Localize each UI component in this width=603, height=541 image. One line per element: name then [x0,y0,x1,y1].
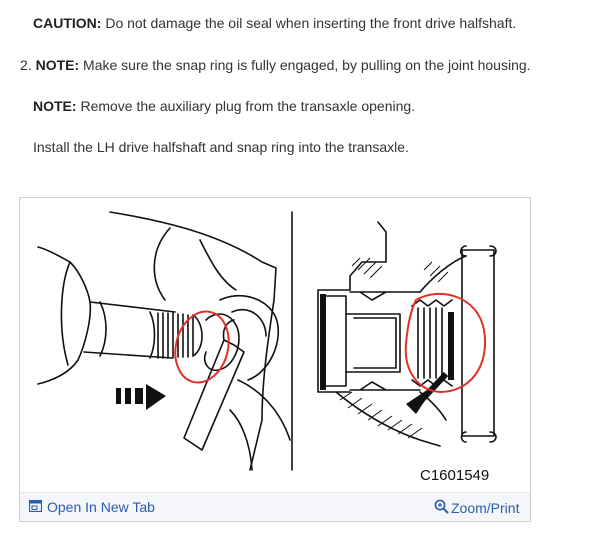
boot-fold [60,261,71,366]
push-arrow-icon [116,384,166,410]
caution-label: CAUTION: [33,15,102,31]
snap-ring [203,313,240,372]
halfshaft-body-top [89,301,176,313]
open-in-new-tab-label: Open In New Tab [47,499,155,515]
cover-bolts [459,245,497,443]
note2-text: Remove the auxiliary plug from the trans… [76,98,416,114]
zoom-print-link[interactable]: Zoom/Print [434,499,519,517]
cover-outline [349,221,387,291]
hatching [339,257,449,439]
note1-label: NOTE: [35,57,80,73]
housing-top [317,289,351,393]
spline-section [149,311,194,359]
instruction-text: Install the LH drive halfshaft and snap … [33,139,409,155]
figure-id: C1601549 [420,467,490,484]
left-housing-ridge [199,239,237,291]
figure-footer: Open In New Tab Zoom/Print [20,492,530,521]
base-flange [335,391,441,447]
gear-teeth [411,299,453,387]
open-in-new-tab-link[interactable]: Open In New Tab [28,499,155,515]
bearing-top [349,291,421,301]
halfshaft-end [99,301,107,357]
bearing-bottom [349,381,421,391]
step-2-line: 2. NOTE: Make sure the snap ring is full… [20,56,531,74]
note2-label: NOTE: [33,98,77,114]
zoom-print-label: Zoom/Print [451,500,520,516]
spline-tip [192,314,203,357]
instruction-line: Install the LH drive halfshaft and snap … [33,138,409,156]
seal-inner [231,309,267,337]
inner-shaft-2 [353,317,397,369]
pry-tool [183,339,245,451]
step-number: 2. [20,57,32,73]
annotation-circle-right [404,292,487,394]
snap-ring-section [448,312,454,380]
housing-box [325,295,347,387]
figure-container [19,197,531,522]
caution-text: Do not damage the oil seal when insertin… [101,15,517,31]
gear-lines [417,307,443,379]
lower-contour [237,379,291,441]
seal-block [320,294,326,390]
indicator-arrow-shaft [415,371,449,407]
halfshaft-boot [37,246,92,385]
open-in-new-tab-icon [28,499,43,515]
cover-plate [461,249,495,437]
diff-housing [419,255,467,293]
left-housing-inner [153,227,171,301]
note2-line: NOTE: Remove the auxiliary plug from the… [33,97,415,115]
left-housing-outline [109,211,277,471]
inner-shaft [345,313,401,373]
annotation-circle-left [174,310,230,384]
note1-text: Make sure the snap ring is fully engaged… [79,57,531,73]
seal-circle [219,294,280,381]
magnifier-zoom-icon [434,499,449,517]
caution-line: CAUTION: Do not damage the oil seal when… [33,14,516,32]
lower-contour-2 [229,409,253,471]
